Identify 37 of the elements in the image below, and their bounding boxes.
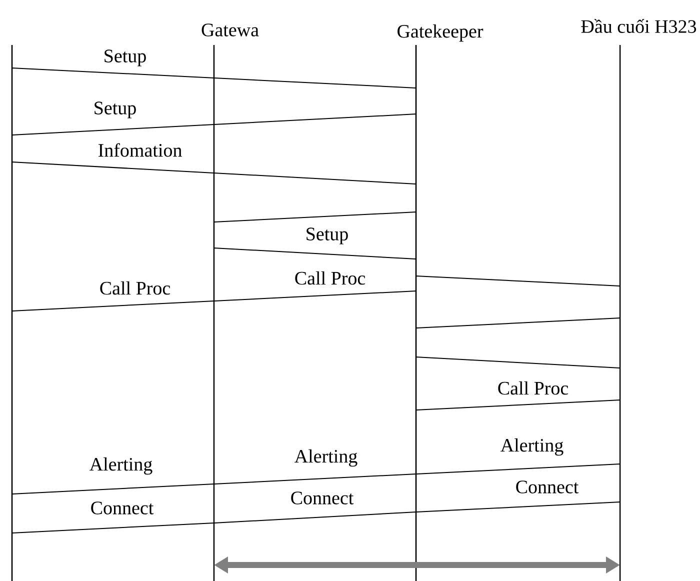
edge-label: Connect: [514, 480, 580, 494]
message-line: [12, 300, 214, 312]
edge-label: Setup: [102, 48, 148, 68]
message-line: [416, 502, 620, 512]
lifeline: Gatekeeper: [398, 24, 484, 581]
message-line: [214, 290, 416, 302]
edge-label: Infomation: [96, 142, 184, 158]
message-line: [214, 474, 416, 484]
node-label: Gatewa: [202, 24, 259, 36]
message-line: [12, 522, 214, 534]
edge-label: Call Proc: [98, 280, 172, 296]
edge-label: Call Proc: [293, 270, 367, 286]
edge-label: Setup: [304, 226, 350, 246]
message-line: [416, 464, 620, 474]
message-line: [416, 318, 620, 328]
edge-label: Setup: [92, 100, 138, 120]
edge-label: Call Proc: [496, 380, 570, 396]
message-line: [416, 276, 620, 286]
message-line: [214, 512, 416, 524]
message-line: [214, 248, 416, 260]
lifeline: Gatewa: [202, 24, 259, 581]
message-line: [12, 114, 416, 136]
edge-label: Connect: [89, 500, 155, 516]
message-line: [416, 400, 620, 410]
message-line: [12, 484, 214, 494]
message-line: [12, 68, 416, 88]
node-label: Gatekeeper: [398, 24, 484, 42]
lifeline: Đầu cuối H323: [581, 19, 696, 581]
edge-label: Alerting: [293, 448, 359, 468]
edge-label: Connect: [289, 490, 355, 506]
message-line: [12, 162, 416, 184]
lifeline: [11, 45, 13, 581]
message-line: [214, 212, 416, 222]
node-label: Đầu cuối H323: [581, 19, 696, 33]
message-line: [416, 356, 620, 368]
edge-label: Alerting: [499, 437, 565, 457]
edge-label: Alerting: [88, 456, 154, 476]
